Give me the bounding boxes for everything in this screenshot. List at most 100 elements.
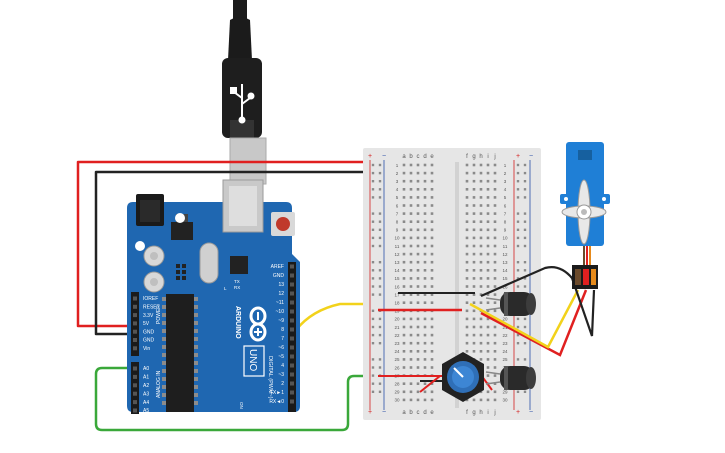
bb-column-label: j	[493, 154, 495, 160]
bb-row-label: 15	[394, 276, 400, 281]
bb-row-label: 15	[502, 276, 508, 281]
bb-rail-label: +	[516, 409, 520, 416]
power-pin[interactable]	[133, 338, 137, 342]
bb-rail-label: −	[529, 153, 533, 160]
power-pin[interactable]	[133, 346, 137, 351]
power-pin[interactable]	[133, 313, 137, 318]
digital-pin-label: TX►1	[270, 390, 284, 396]
digital-pin[interactable]	[290, 282, 294, 287]
bb-row-label: 24	[394, 349, 400, 354]
digital-pin[interactable]	[290, 264, 294, 269]
bb-column-label: b	[409, 410, 413, 416]
bb-column-label: f	[466, 410, 468, 416]
bb-row-label: 26	[394, 365, 400, 370]
digital-pin[interactable]	[290, 300, 294, 305]
bb-row-label: 12	[502, 252, 508, 257]
power-pin[interactable]	[133, 321, 137, 326]
mounting-hole	[285, 413, 295, 423]
bb-row-label: 7	[396, 211, 399, 216]
analog-pin-label: A2	[143, 383, 149, 389]
digital-pin-label: 12	[278, 291, 284, 297]
bb-column-label: b	[409, 154, 413, 160]
arduino-brand-label: ARDUINO	[234, 306, 241, 339]
bb-row-label: 10	[394, 236, 400, 241]
digital-pin-label: ~6	[278, 345, 284, 351]
analog-pin[interactable]	[133, 391, 137, 396]
wire-5v[interactable]	[76, 160, 374, 328]
bb-row-label: 13	[502, 260, 508, 265]
bb-row-label: 5	[396, 195, 399, 200]
bb-rail-label: +	[368, 153, 372, 160]
bb-column-label: e	[430, 154, 434, 160]
bb-row-label: 4	[504, 187, 507, 192]
potentiometer[interactable]	[442, 352, 484, 402]
electrolytic-capacitor-1[interactable]	[485, 292, 536, 316]
bb-row-label: 1	[396, 163, 399, 168]
digital-pin[interactable]	[290, 273, 294, 278]
servo-wire-yellow	[469, 289, 580, 349]
power-label: POWER	[156, 305, 162, 324]
bb-row-label: 23	[394, 341, 400, 346]
power-pin-label: IOREF	[143, 296, 158, 302]
power-pin[interactable]	[133, 304, 137, 309]
analog-pin[interactable]	[133, 383, 137, 388]
digital-pin-label: ~10	[276, 309, 285, 315]
digital-pin[interactable]	[290, 291, 294, 296]
analog-pin[interactable]	[133, 374, 137, 379]
bb-column-label: a	[402, 410, 406, 416]
bb-row-label: 23	[502, 341, 508, 346]
analog-pin[interactable]	[133, 408, 137, 413]
bb-row-label: 30	[394, 398, 400, 403]
digital-pin[interactable]	[290, 390, 294, 395]
analog-pin-label: A4	[143, 400, 149, 406]
analog-pin[interactable]	[133, 366, 137, 371]
bb-column-label: j	[493, 410, 495, 416]
analog-pin-label: A1	[143, 375, 149, 381]
bb-row-label: 28	[394, 382, 400, 387]
digital-pin[interactable]	[290, 363, 294, 368]
arduino-uno-board[interactable]: ARDUINO UNO DIGITAL (PWM~) POWER ANALOG …	[127, 179, 300, 423]
digital-pin[interactable]	[290, 345, 294, 350]
analog-pin-label: A5	[143, 408, 149, 414]
reset-button[interactable]	[271, 212, 295, 236]
digital-pin[interactable]	[290, 354, 294, 359]
bb-column-label: a	[402, 154, 406, 160]
bb-row-label: 22	[394, 333, 400, 338]
wire-a0[interactable]	[94, 366, 410, 432]
bb-rail-label: −	[382, 153, 386, 160]
bb-rail-label: −	[529, 409, 533, 416]
servo-horn[interactable]	[561, 179, 607, 245]
servo-wire-red	[480, 289, 588, 357]
power-pin[interactable]	[133, 296, 137, 301]
bb-row-label: 24	[502, 349, 508, 354]
bb-row-label: 17	[394, 292, 400, 297]
bb-row-label: 2	[504, 171, 507, 176]
rx-label: RX	[234, 285, 240, 290]
electrolytic-capacitor-2[interactable]	[485, 366, 536, 390]
digital-pin[interactable]	[290, 372, 294, 377]
digital-pin-label: ~3	[278, 372, 284, 378]
bb-row-label: 5	[504, 195, 507, 200]
bb-column-label: g	[472, 410, 475, 416]
digital-pin[interactable]	[290, 336, 294, 341]
digital-pin[interactable]	[290, 327, 294, 332]
wire-gnd[interactable]	[94, 170, 384, 336]
analog-header[interactable]	[131, 362, 139, 414]
bb-jumper-red-3	[419, 375, 441, 393]
bb-column-label: d	[423, 410, 426, 416]
micro-servo[interactable]	[560, 142, 610, 289]
digital-pin[interactable]	[290, 381, 294, 386]
bb-row-label: 29	[502, 390, 508, 395]
analog-pin[interactable]	[133, 400, 137, 405]
digital-pin[interactable]	[290, 318, 294, 323]
voltage-regulator	[171, 222, 193, 240]
digital-pin[interactable]	[290, 309, 294, 314]
power-pin[interactable]	[133, 329, 137, 334]
digital-pin[interactable]	[290, 399, 294, 404]
bb-row-label: 21	[394, 325, 400, 330]
usb-cable[interactable]	[222, 0, 267, 185]
bb-row-label: 29	[394, 390, 400, 395]
digital-pin-label: 2	[281, 381, 284, 387]
power-pin-label: GND	[143, 329, 155, 335]
